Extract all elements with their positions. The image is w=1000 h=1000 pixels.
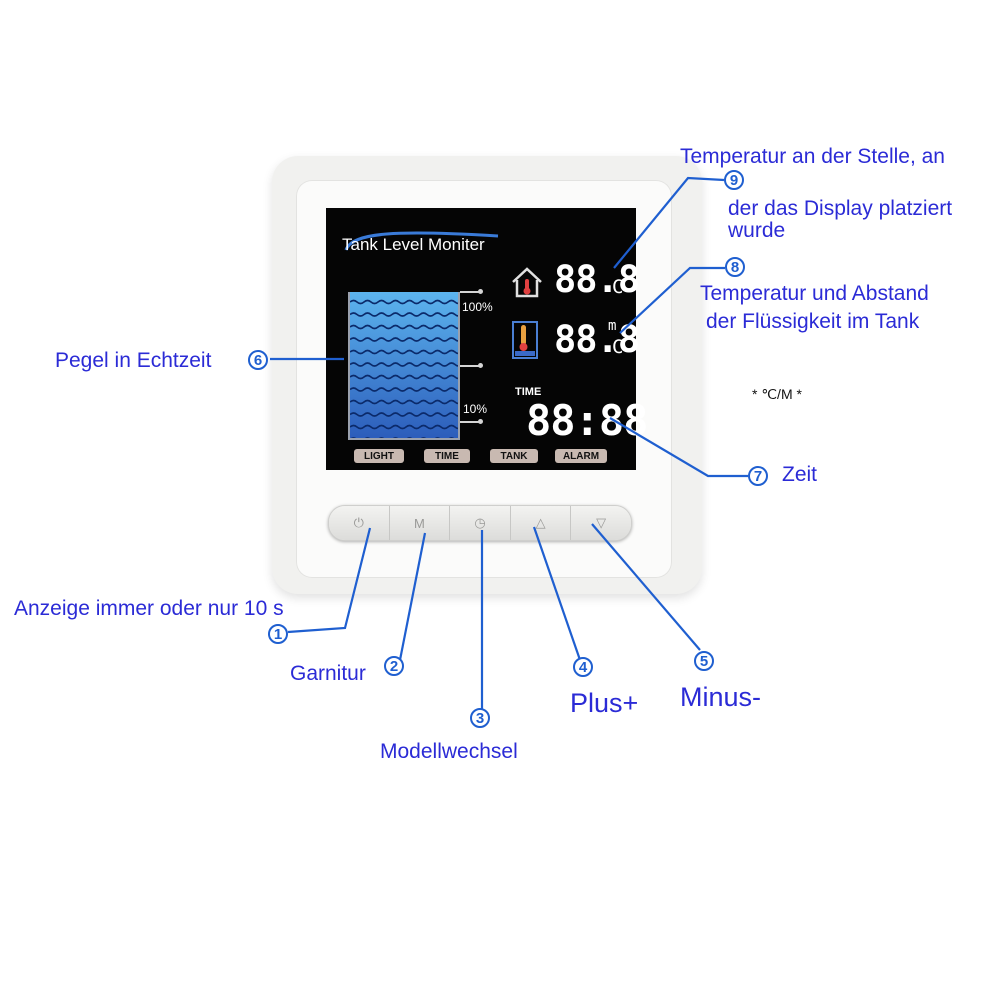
wave-line <box>350 387 458 392</box>
indicator-tank: TANK <box>490 449 538 463</box>
leader-7 <box>609 417 748 478</box>
button-row: ⏻ M ◷ △ ▽ <box>328 505 632 541</box>
leader-9 <box>613 176 725 269</box>
annotation-1-badge: 1 <box>268 624 288 644</box>
title-swoosh-icon <box>344 231 499 251</box>
room-temperature-value: 88.8 <box>554 258 640 301</box>
clock-button[interactable]: ◷ <box>450 506 511 540</box>
unit-note: * ℃/M * <box>752 386 802 402</box>
mode-icon: M <box>413 515 425 531</box>
time-label: TIME <box>515 386 542 398</box>
marker-bottom-dot <box>478 419 483 424</box>
down-triangle-icon: ▽ <box>596 515 607 530</box>
leader-8 <box>619 266 725 334</box>
annotation-3-badge: 3 <box>470 708 490 728</box>
annotation-8-line1: Temperatur und Abstand <box>700 282 929 305</box>
leader-4 <box>532 526 582 661</box>
annotation-2-text: Garnitur <box>290 662 366 685</box>
wave-line <box>350 424 458 430</box>
annotation-9-line1: Temperatur an der Stelle, an <box>680 145 945 168</box>
indicator-time: TIME <box>424 449 470 463</box>
power-icon: ⏻ <box>353 515 364 530</box>
room-temp-unit: C <box>612 276 624 298</box>
power-button[interactable]: ⏻ <box>329 506 390 540</box>
annotation-5-badge: 5 <box>694 651 714 671</box>
leader-5 <box>591 523 701 651</box>
tank-temperature-value: 88.8 <box>554 318 640 361</box>
annotation-2-badge: 2 <box>384 656 404 676</box>
leader-1 <box>287 527 372 634</box>
level-100-label: 100% <box>462 300 493 314</box>
level-10-label: 10% <box>463 402 488 416</box>
wave-line <box>350 374 458 380</box>
wave-line <box>350 399 458 405</box>
plus-button[interactable]: △ <box>510 506 572 540</box>
tank-level-gauge <box>348 292 460 440</box>
annotation-9-line2: der das Display platziert <box>728 197 953 220</box>
tank-temp-unit: C <box>612 336 624 358</box>
clock-icon: ◷ <box>474 515 486 530</box>
wave-pattern-icon <box>350 299 458 438</box>
annotation-8-badge: 8 <box>725 257 745 277</box>
leader-2 <box>398 532 427 661</box>
clock-value: 88:88 <box>526 396 648 445</box>
annotation-9-badge: 9 <box>724 170 744 190</box>
marker-bottom <box>460 421 480 423</box>
marker-mid <box>460 365 480 367</box>
wave-line <box>350 299 458 305</box>
marker-mid-dot <box>478 363 483 368</box>
annotation-7-text: Zeit <box>782 463 818 486</box>
annotation-8-line2: der Flüssigkeit im Tank <box>706 310 920 333</box>
wave-line <box>350 349 458 355</box>
annotation-7-badge: 7 <box>748 466 768 486</box>
screen-title: Tank Level Moniter <box>342 235 485 254</box>
wave-line <box>350 312 458 317</box>
wave-line <box>350 412 458 417</box>
marker-top <box>460 291 480 293</box>
marker-top-dot <box>478 289 483 294</box>
annotation-6-badge: 6 <box>248 350 268 370</box>
wave-line <box>350 337 458 342</box>
annotation-4-text: Plus+ <box>570 688 639 718</box>
wave-line <box>350 324 458 330</box>
annotation-5-text: Minus- <box>680 682 762 712</box>
mode-button[interactable]: M <box>389 506 451 540</box>
tank-thermometer-icon <box>512 321 538 359</box>
annotation-9-line3: wurde <box>728 219 786 242</box>
indicator-alarm: ALARM <box>555 449 607 463</box>
meter-unit: m <box>608 318 617 334</box>
indicator-light: LIGHT <box>354 449 404 463</box>
wave-line <box>350 362 458 367</box>
annotation-4-badge: 4 <box>573 657 593 677</box>
tank-water-fill <box>350 292 458 438</box>
annotation-6-text: Pegel in Echtzeit <box>55 349 212 372</box>
house-thermometer-icon <box>512 267 542 298</box>
annotation-3-text: Modellwechsel <box>380 740 518 763</box>
annotation-1-text: Anzeige immer oder nur 10 s <box>14 597 284 620</box>
up-triangle-icon: △ <box>535 515 546 530</box>
